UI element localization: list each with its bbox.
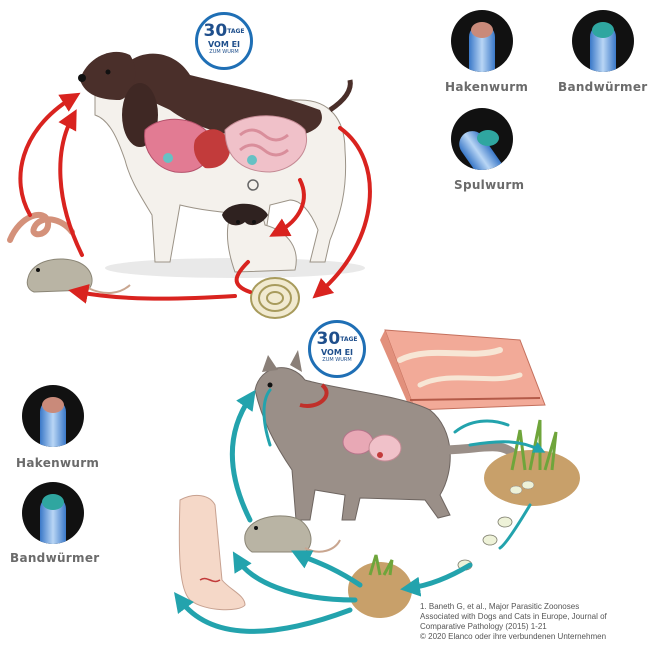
hookworm-icon bbox=[451, 10, 513, 72]
larva-coil-illustration bbox=[251, 278, 299, 318]
cat-badge-line3: ZUM WURM bbox=[311, 357, 363, 364]
earthworm-illustration bbox=[10, 215, 72, 240]
cat-badge-number: 30 bbox=[317, 329, 341, 349]
cat-cycle-duration-badge: 30TAGE VOM EI ZUM WURM bbox=[308, 320, 366, 378]
soil-grass-bottom bbox=[348, 555, 412, 618]
parasite-label-tapeworm-bottom: Bandwürmer bbox=[10, 551, 99, 565]
mouse-illustration bbox=[27, 259, 130, 293]
dog-badge-number: 30 bbox=[204, 21, 228, 41]
soil-grass-right bbox=[484, 420, 580, 506]
cat-mouse-illustration bbox=[245, 516, 340, 552]
dog-illustration bbox=[78, 52, 350, 262]
dog-badge-line2: VOM EI bbox=[198, 40, 250, 49]
reference-line-3: Comparative Pathology (2015) 1-21 bbox=[420, 622, 652, 632]
puppy-illustration bbox=[222, 204, 296, 272]
reference-line-4: © 2020 Elanco oder ihre verbundenen Unte… bbox=[420, 632, 652, 642]
tapeworm-icon-bottom bbox=[22, 482, 84, 544]
dog-cycle bbox=[10, 52, 370, 318]
cat-badge-line2: VOM EI bbox=[311, 348, 363, 357]
dog-badge-line3: ZUM WURM bbox=[198, 49, 250, 56]
parasite-label-hookworm: Hakenwurm bbox=[445, 80, 528, 94]
cat-badge-unit: TAGE bbox=[340, 336, 357, 343]
reference-line-1: 1. Baneth G, et al., Major Parasitic Zoo… bbox=[420, 602, 652, 612]
dog-cycle-duration-badge: 30TAGE VOM EI ZUM WURM bbox=[195, 12, 253, 70]
human-foot-illustration bbox=[179, 495, 245, 609]
hookworm-icon-bottom bbox=[22, 385, 84, 447]
parasite-label-roundworm: Spulwurm bbox=[454, 178, 524, 192]
parasite-label-hookworm-bottom: Hakenwurm bbox=[16, 456, 99, 470]
dog-badge-unit: TAGE bbox=[227, 28, 244, 35]
reference-line-2: Associated with Dogs and Cats in Europe,… bbox=[420, 612, 652, 622]
roundworm-icon bbox=[451, 108, 513, 170]
reference-note: 1. Baneth G, et al., Major Parasitic Zoo… bbox=[420, 602, 652, 642]
tapeworm-icon bbox=[572, 10, 634, 72]
parasite-label-tapeworm: Bandwürmer bbox=[558, 80, 647, 94]
cat-cycle bbox=[179, 330, 580, 631]
